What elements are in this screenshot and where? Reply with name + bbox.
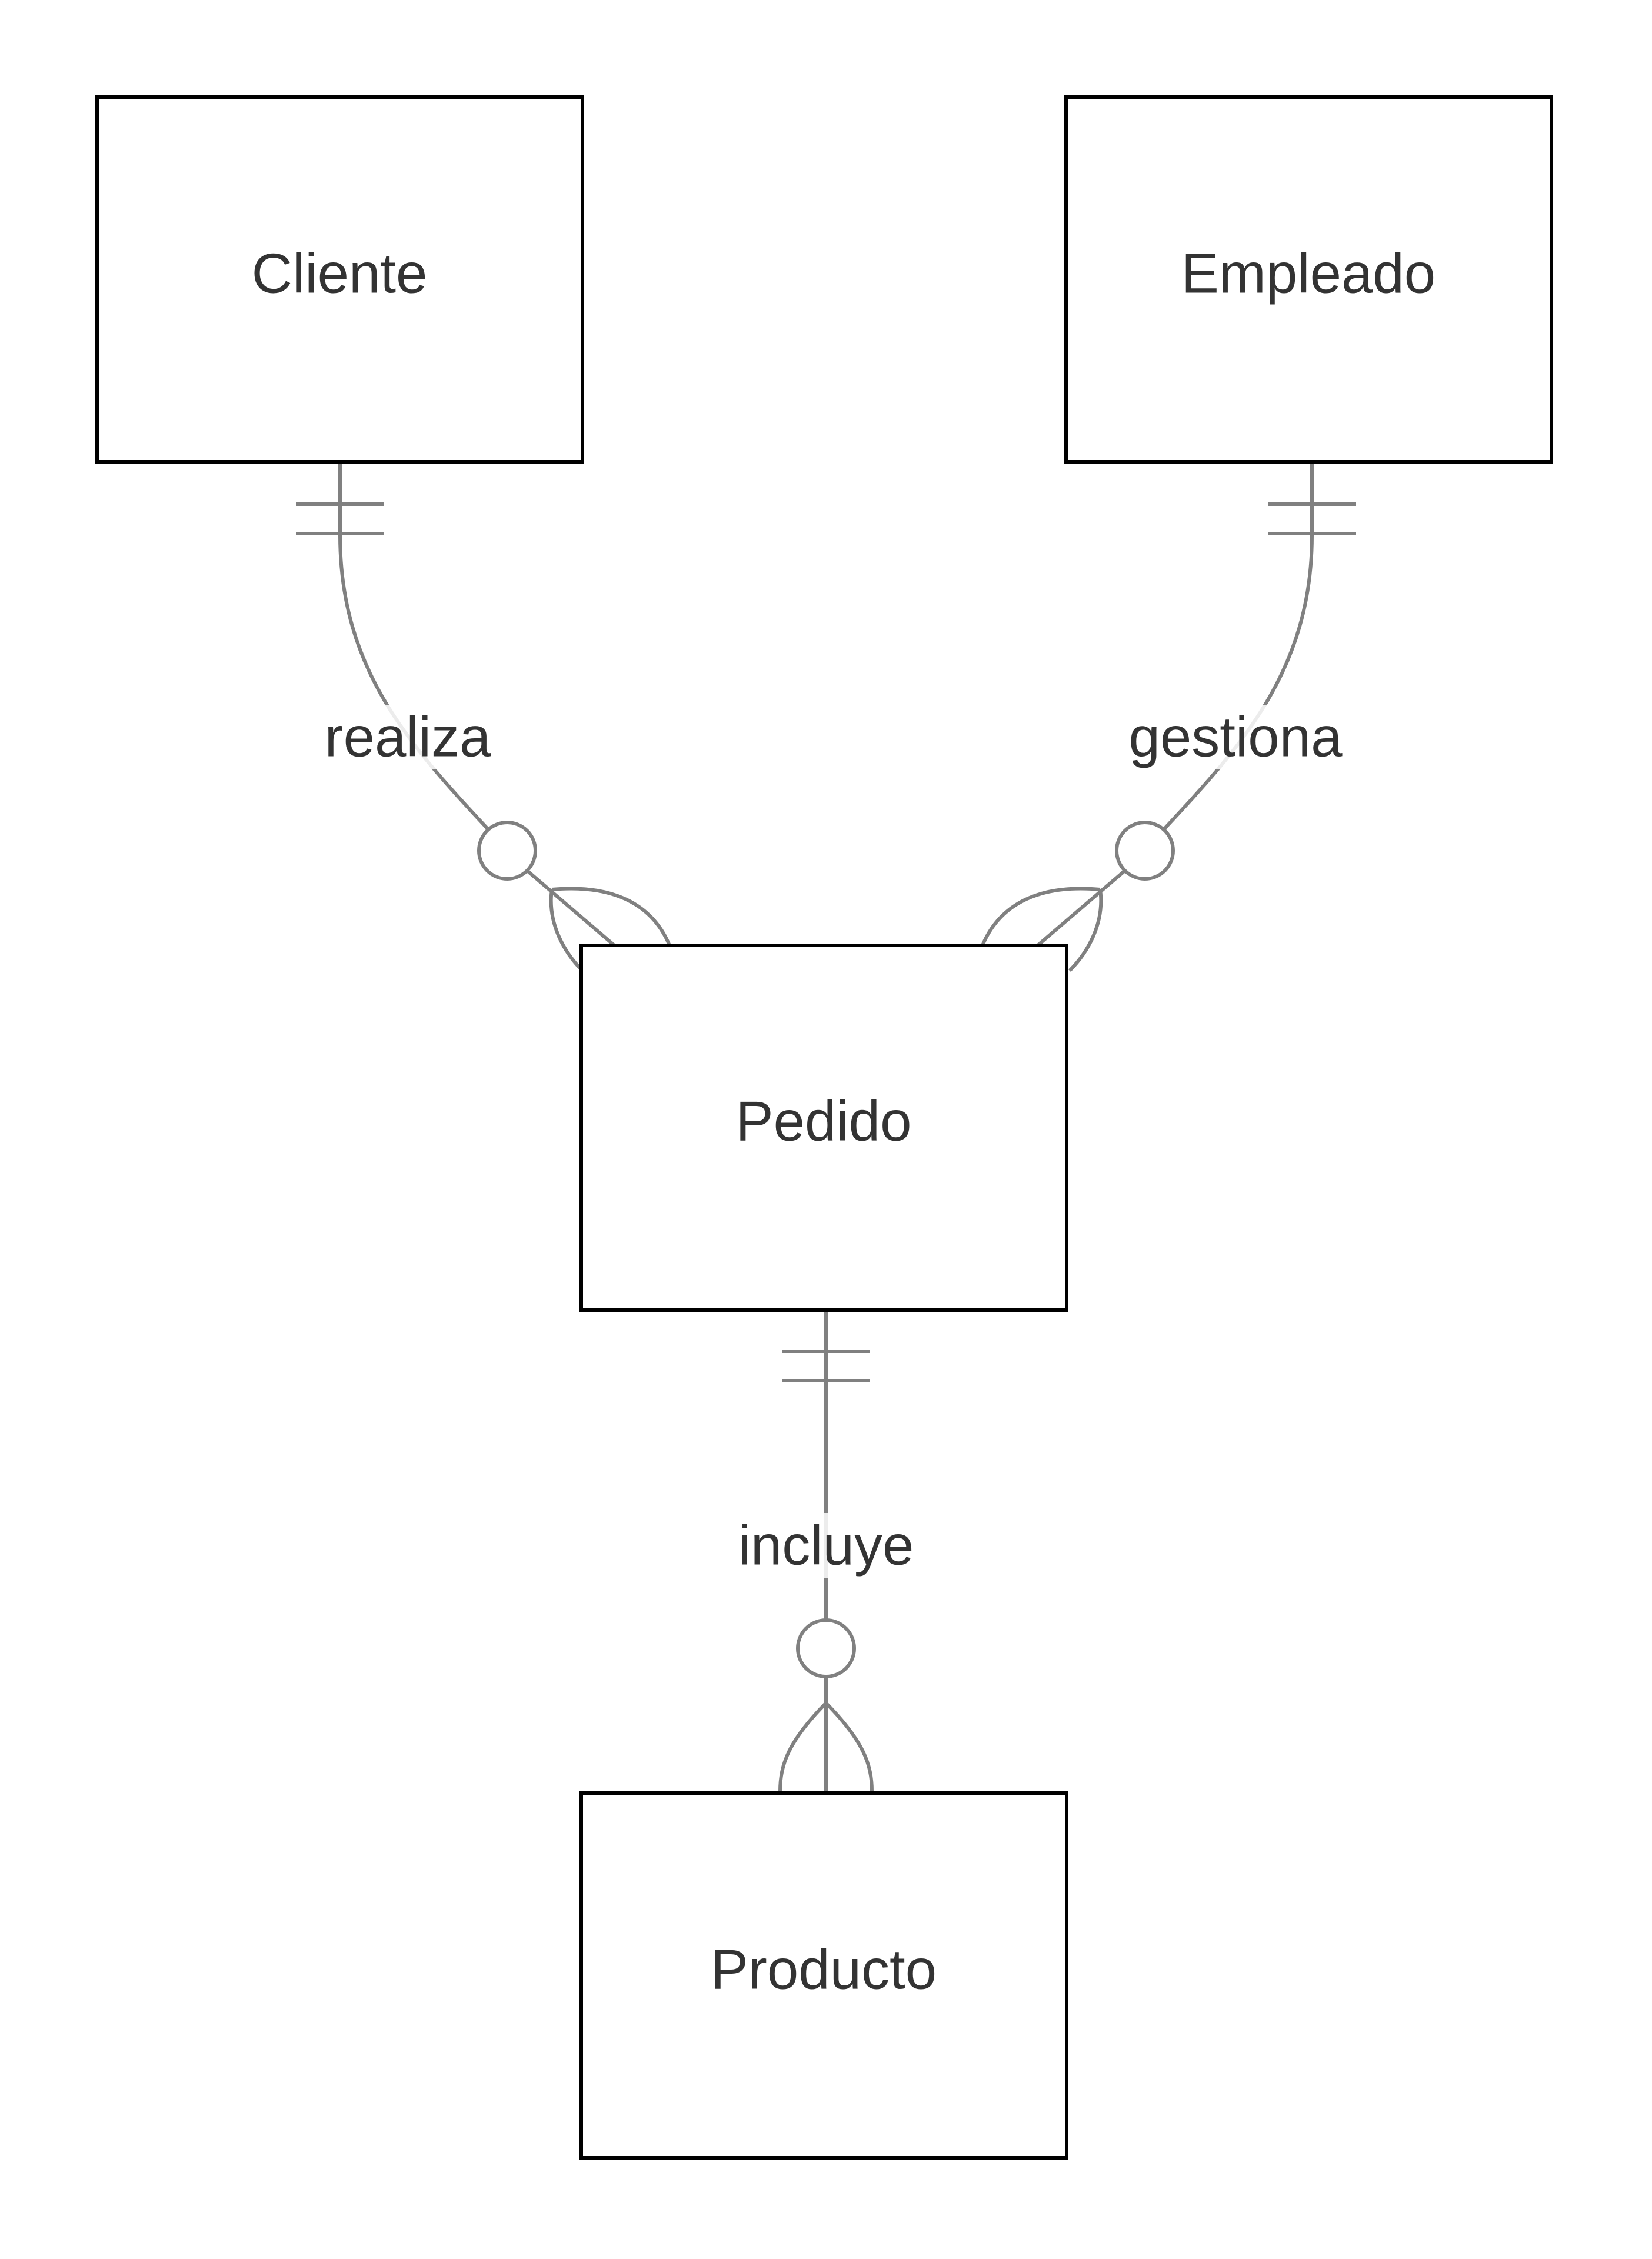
entity-box — [1064, 95, 1553, 464]
entity-box — [579, 1791, 1068, 2160]
zero-circle-icon — [1115, 821, 1175, 881]
relationship-incluye: incluye — [726, 1312, 926, 1792]
relationship-label-incluye: incluye — [738, 1514, 914, 1577]
relationship-label-gestiona: gestiona — [1129, 706, 1343, 769]
relationship-label-realiza: realiza — [325, 706, 491, 769]
entity-pedido: Pedido — [579, 944, 1068, 1312]
entity-name: Empleado — [1181, 242, 1435, 305]
zero-circle-icon — [477, 821, 537, 881]
crowfoot-icon — [526, 869, 672, 972]
relationship-line-gestiona — [1162, 464, 1314, 831]
entity-name: Producto — [711, 1938, 937, 2001]
entity-cliente: Cliente — [95, 95, 584, 464]
entity-box — [579, 944, 1068, 1312]
relationship-gestiona: gestiona — [980, 464, 1356, 972]
entity-name: Cliente — [252, 242, 428, 305]
entity-empleado: Empleado — [1064, 95, 1553, 464]
entity-name: Pedido — [736, 1090, 912, 1153]
zero-circle-icon — [796, 1618, 856, 1678]
relationship-realiza: realiza — [296, 464, 672, 972]
relationship-line-realiza — [338, 464, 490, 831]
crowfoot-icon — [980, 869, 1126, 972]
entity-box — [95, 95, 584, 464]
entity-producto: Producto — [579, 1791, 1068, 2160]
crowfoot-icon — [778, 1677, 874, 1792]
